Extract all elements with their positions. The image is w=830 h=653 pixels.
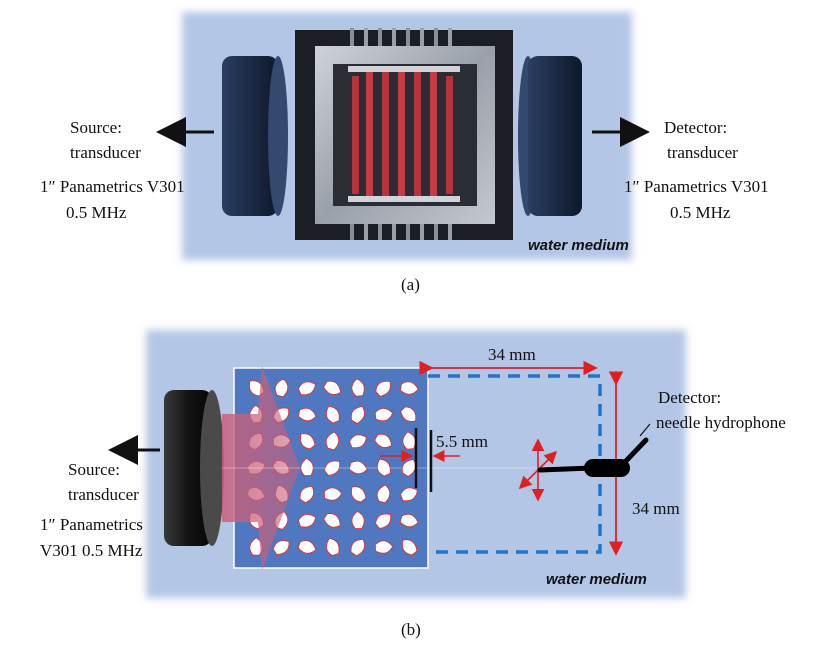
lattice-cells [246, 378, 419, 557]
lattice-cell [376, 484, 391, 504]
detector-subtitle-a: transducer [667, 143, 738, 162]
lattice-cell [297, 540, 317, 554]
lattice-cell [323, 487, 343, 501]
caption-a: (a) [401, 275, 420, 294]
detector-freq-a: 0.5 MHz [670, 203, 731, 222]
lattice-cell [375, 380, 391, 397]
source-model-b1: 1″ Panametrics [40, 515, 143, 534]
lattice-cell [274, 378, 289, 398]
lattice-cell [351, 510, 365, 530]
source-subtitle-a: transducer [70, 143, 141, 162]
detector-subtitle-b: needle hydrophone [656, 413, 786, 432]
lattice-cell [350, 538, 366, 557]
lattice-cell [325, 537, 340, 557]
lattice-cell [325, 405, 340, 424]
source-title-b: Source: [68, 460, 120, 479]
panel-b: 5.5 mm 34 mm 34 mm Source: transducer 1″… [40, 330, 786, 639]
lattice-cell [325, 431, 340, 451]
lattice-cell [399, 513, 419, 528]
caption-b: (b) [401, 620, 421, 639]
source-transducer-a [222, 56, 288, 216]
lattice-cell [374, 433, 393, 448]
lattice-cell [348, 460, 368, 475]
lattice-cell [374, 540, 394, 554]
panel-a: Source: transducer 1″ Panametrics V301 0… [40, 12, 769, 294]
detector-pointer-b [639, 423, 651, 437]
detector-model-a: 1″ Panametrics V301 [624, 177, 769, 196]
lattice-cell [272, 540, 290, 556]
lattice-cell [376, 458, 391, 477]
lattice-cell [374, 407, 394, 422]
lattice-cell [399, 487, 418, 502]
lattice-cell [399, 381, 419, 395]
lattice-cell [401, 539, 418, 556]
gap-label: 5.5 mm [436, 432, 488, 451]
needle-hydrophone [537, 437, 649, 477]
lattice-cell [351, 378, 365, 397]
lattice-cell [400, 406, 417, 422]
detector-transducer-a [518, 56, 582, 216]
rod-caps [348, 66, 460, 202]
lattice-cell [348, 434, 367, 449]
source-subtitle-b: transducer [68, 485, 139, 504]
red-rods [352, 70, 453, 198]
sample-holder-photo [295, 28, 513, 240]
medium-label-a: water medium [528, 237, 629, 254]
lattice-cell [297, 513, 317, 528]
dim-right-label: 34 mm [632, 499, 680, 518]
source-title-a: Source: [70, 118, 122, 137]
lattice-cell [297, 407, 317, 422]
detector-title-b: Detector: [658, 388, 721, 407]
lattice-cell [297, 381, 316, 396]
source-freq-a: 0.5 MHz [66, 203, 127, 222]
source-model-a: 1″ Panametrics V301 [40, 177, 185, 196]
dim-top-label: 34 mm [488, 345, 536, 364]
lattice-cell [300, 457, 314, 477]
lattice-cell [350, 405, 365, 424]
lattice-cell [375, 513, 392, 529]
source-model-b2: V301 0.5 MHz [40, 541, 143, 560]
lattice-cell [323, 513, 341, 528]
source-transducer-b [164, 390, 224, 546]
medium-label-b: water medium [546, 571, 647, 588]
lattice-cell [299, 433, 316, 450]
detector-title-a: Detector: [664, 118, 727, 137]
lattice-cell [350, 486, 367, 503]
lattice-cell [299, 485, 315, 504]
lattice-cell [323, 380, 342, 395]
